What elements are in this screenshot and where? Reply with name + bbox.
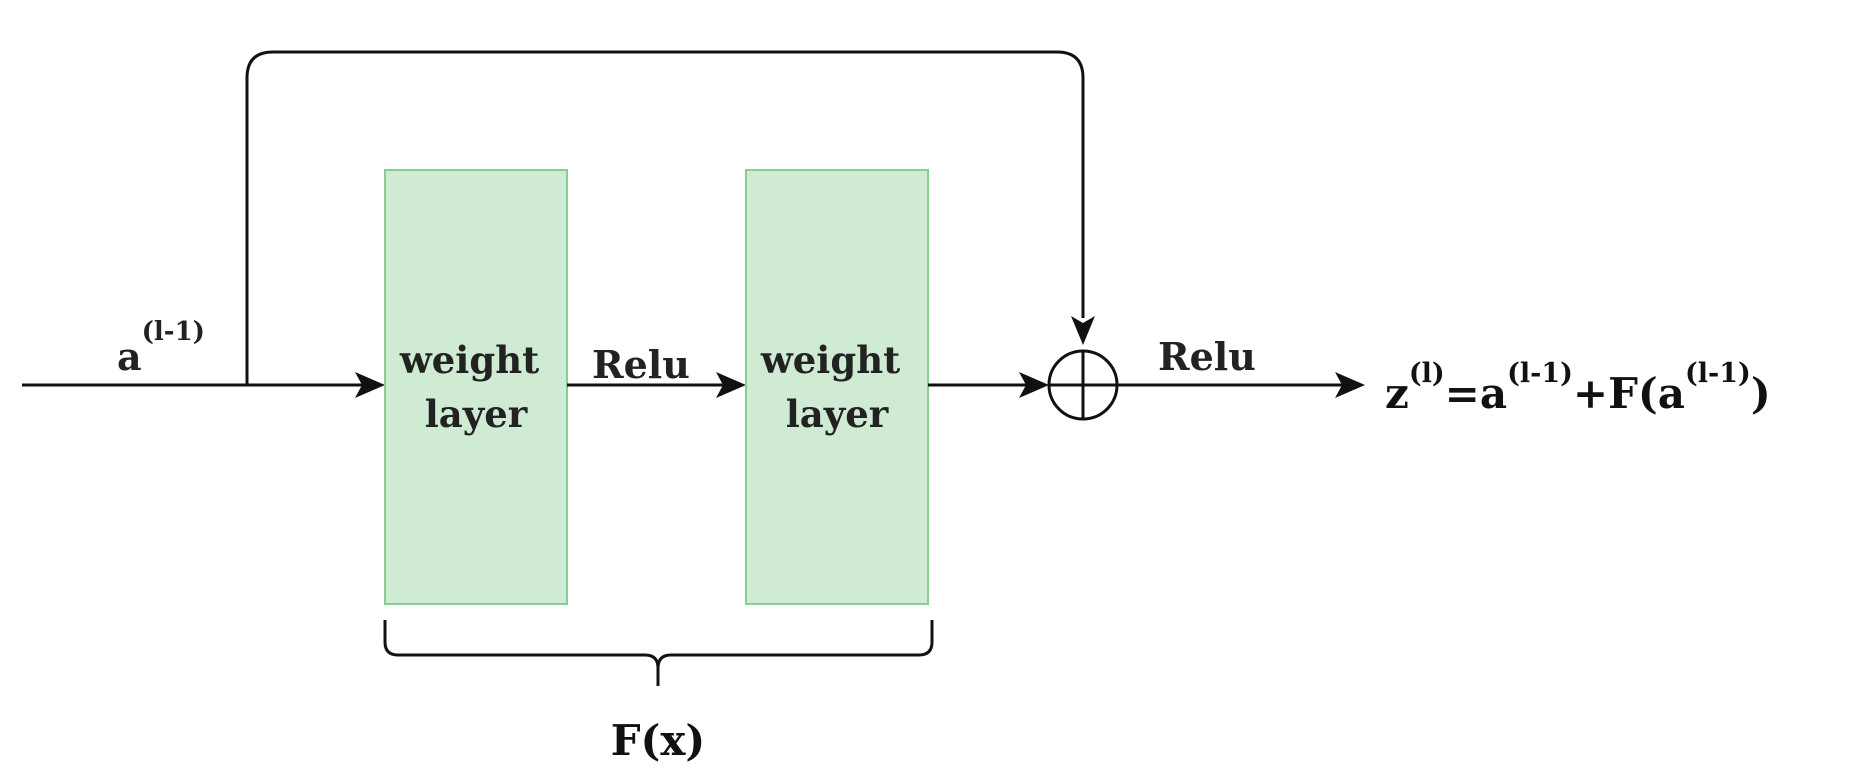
relu-label-2: Relu <box>1158 334 1256 379</box>
weight-layer-2-line1: weight <box>760 338 900 382</box>
weight-layer-1-line2: layer <box>425 392 528 436</box>
output-equation: z(l)=a(l-1)+F(a(l-1)) <box>1385 358 1771 418</box>
input-label-base: a <box>117 334 142 379</box>
output-eq-a: =a <box>1445 369 1507 418</box>
weight-layer-2-line2: layer <box>786 392 889 436</box>
sum-node <box>1047 349 1119 421</box>
output-plus-f: +F(a <box>1573 369 1685 418</box>
weight-layer-2 <box>745 169 929 605</box>
relu-label-1: Relu <box>592 342 690 387</box>
weight-layer-1 <box>384 169 568 605</box>
curly-brace <box>383 620 934 686</box>
output-z-superscript: (l) <box>1409 358 1445 389</box>
weight-layer-1-label: weight layer <box>399 338 552 436</box>
arrowhead-sum <box>1019 372 1049 398</box>
input-label: a(l-1) <box>117 317 205 379</box>
arrowhead-layer2 <box>716 372 746 398</box>
output-a-superscript: (l-1) <box>1507 358 1573 389</box>
skip-connection <box>245 50 1085 385</box>
arrowhead-skip <box>1071 316 1095 345</box>
weight-layer-2-label: weight layer <box>760 338 913 436</box>
output-close-paren: ) <box>1751 369 1771 418</box>
arrowhead-output <box>1335 372 1365 398</box>
brace-label: F(x) <box>611 716 706 765</box>
weight-layer-1-line1: weight <box>399 338 539 382</box>
arrowhead-input <box>355 372 385 398</box>
output-z: z <box>1385 369 1409 418</box>
output-f-superscript: (l-1) <box>1685 358 1751 389</box>
input-label-superscript: (l-1) <box>142 317 205 347</box>
